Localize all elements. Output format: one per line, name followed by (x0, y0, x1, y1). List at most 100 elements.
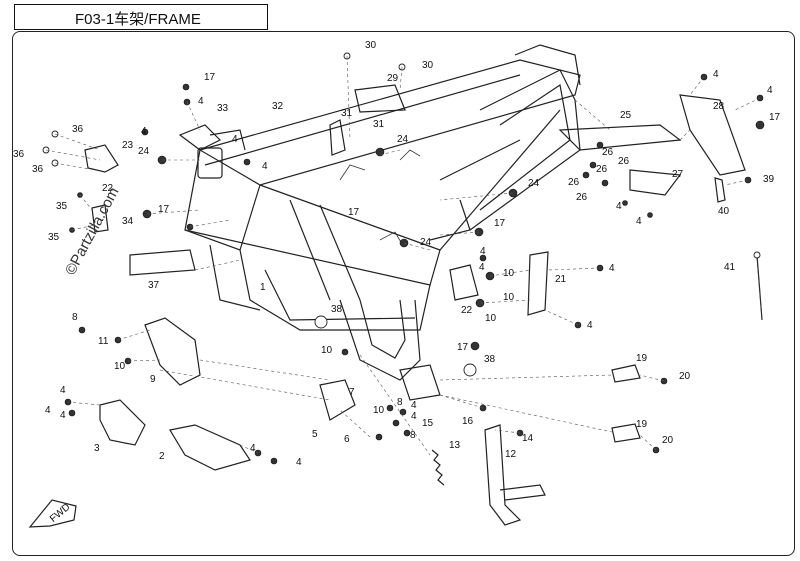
label-22b: 22 (461, 305, 473, 316)
spring-13 (431, 449, 445, 486)
label-4a: 4 (198, 96, 204, 107)
label-36c: 36 (32, 164, 44, 175)
label-17b: 17 (158, 204, 170, 215)
label-4f: 4 (479, 262, 485, 273)
label-26d: 26 (596, 164, 608, 175)
plate-27 (629, 169, 682, 196)
label-36a: 36 (72, 124, 84, 135)
bracket-9 (144, 317, 201, 386)
label-34: 34 (122, 216, 134, 227)
label-26c: 26 (568, 177, 580, 188)
kickstand-12 (484, 424, 522, 526)
label-27: 27 (672, 169, 684, 180)
label-17c: 17 (348, 207, 360, 218)
label-2: 2 (159, 451, 165, 462)
label-4p: 4 (713, 69, 719, 80)
label-6: 6 (344, 434, 350, 445)
label-24a: 24 (397, 134, 409, 145)
label-4b: 4 (141, 126, 147, 137)
label-10d: 10 (321, 345, 333, 356)
label-38a: 38 (331, 304, 343, 315)
label-37: 37 (148, 280, 160, 291)
label-16: 16 (462, 416, 474, 427)
label-26e: 26 (576, 192, 588, 203)
label-19b: 19 (636, 419, 648, 430)
label-4i: 4 (60, 385, 66, 396)
label-29: 29 (387, 73, 399, 84)
footpeg-19-lower (611, 423, 641, 443)
label-4o: 4 (411, 411, 417, 422)
hook-40 (714, 177, 726, 203)
label-30a: 30 (365, 40, 377, 51)
label-1: 1 (260, 282, 266, 293)
label-4q: 4 (767, 85, 773, 96)
label-24d: 24 (420, 237, 432, 248)
bracket-28 (679, 94, 746, 176)
bracket-5 (319, 379, 356, 421)
kickstand-foot (499, 484, 546, 501)
label-4l: 4 (250, 443, 256, 454)
label-10b: 10 (503, 292, 515, 303)
label-11: 11 (98, 336, 109, 347)
label-33: 33 (217, 103, 229, 114)
bracket-22-mid (449, 264, 479, 301)
label-3: 3 (94, 443, 100, 454)
label-22a: 22 (102, 183, 114, 194)
label-30b: 30 (422, 60, 434, 71)
label-4e: 4 (480, 246, 486, 257)
label-17e: 17 (457, 342, 469, 353)
label-21: 21 (555, 274, 567, 285)
label-8a: 8 (72, 312, 78, 323)
label-32: 32 (272, 101, 284, 112)
bracket-3 (99, 399, 146, 446)
label-5: 5 (312, 429, 318, 440)
label-28: 28 (713, 101, 725, 112)
bracket-16 (399, 364, 441, 401)
label-10e: 10 (114, 361, 126, 372)
label-9: 9 (150, 374, 156, 385)
label-10c: 10 (485, 313, 497, 324)
label-20b: 20 (662, 435, 674, 446)
fwd-arrow: FWD (28, 499, 77, 528)
label-35b: 35 (48, 232, 60, 243)
label-36b: 36 (13, 149, 25, 160)
label-4h: 4 (587, 320, 593, 331)
label-8b: 8 (397, 397, 403, 408)
label-4d: 4 (262, 161, 268, 172)
label-15: 15 (422, 418, 434, 429)
leader-lines (45, 55, 763, 456)
label-4c: 4 (232, 134, 238, 145)
label-24b: 24 (138, 146, 150, 157)
label-23: 23 (122, 140, 134, 151)
label-25: 25 (620, 110, 632, 121)
label-4m: 4 (296, 457, 302, 468)
label-17a: 17 (204, 72, 216, 83)
bracket-33 (178, 124, 222, 151)
bracket-2 (169, 424, 251, 471)
label-40: 40 (718, 206, 730, 217)
main-frame (184, 44, 581, 381)
label-14: 14 (522, 433, 534, 444)
fasteners (42, 52, 765, 465)
label-20a: 20 (679, 371, 691, 382)
label-38b: 38 (484, 354, 496, 365)
page-title: F03-1车架/FRAME (75, 11, 201, 28)
label-10f: 10 (373, 405, 385, 416)
label-4s: 4 (636, 216, 642, 227)
label-17f: 17 (769, 112, 781, 123)
bracket-23 (84, 144, 119, 173)
clamp-31 (329, 119, 346, 156)
label-26b: 26 (618, 156, 630, 167)
title-box: F03-1车架/FRAME (14, 4, 268, 30)
bracket-29 (354, 84, 406, 113)
label-26a: 26 (602, 147, 614, 158)
label-31b: 31 (373, 119, 385, 130)
part-labels: 30 30 29 17 4 33 32 31 31 24 4 36 36 36 … (13, 40, 781, 468)
frame-border (12, 31, 795, 556)
label-4g: 4 (609, 263, 615, 274)
label-8c: 8 (410, 430, 416, 441)
label-31a: 31 (341, 108, 353, 119)
label-12: 12 (505, 449, 517, 460)
label-7: 7 (349, 387, 355, 398)
